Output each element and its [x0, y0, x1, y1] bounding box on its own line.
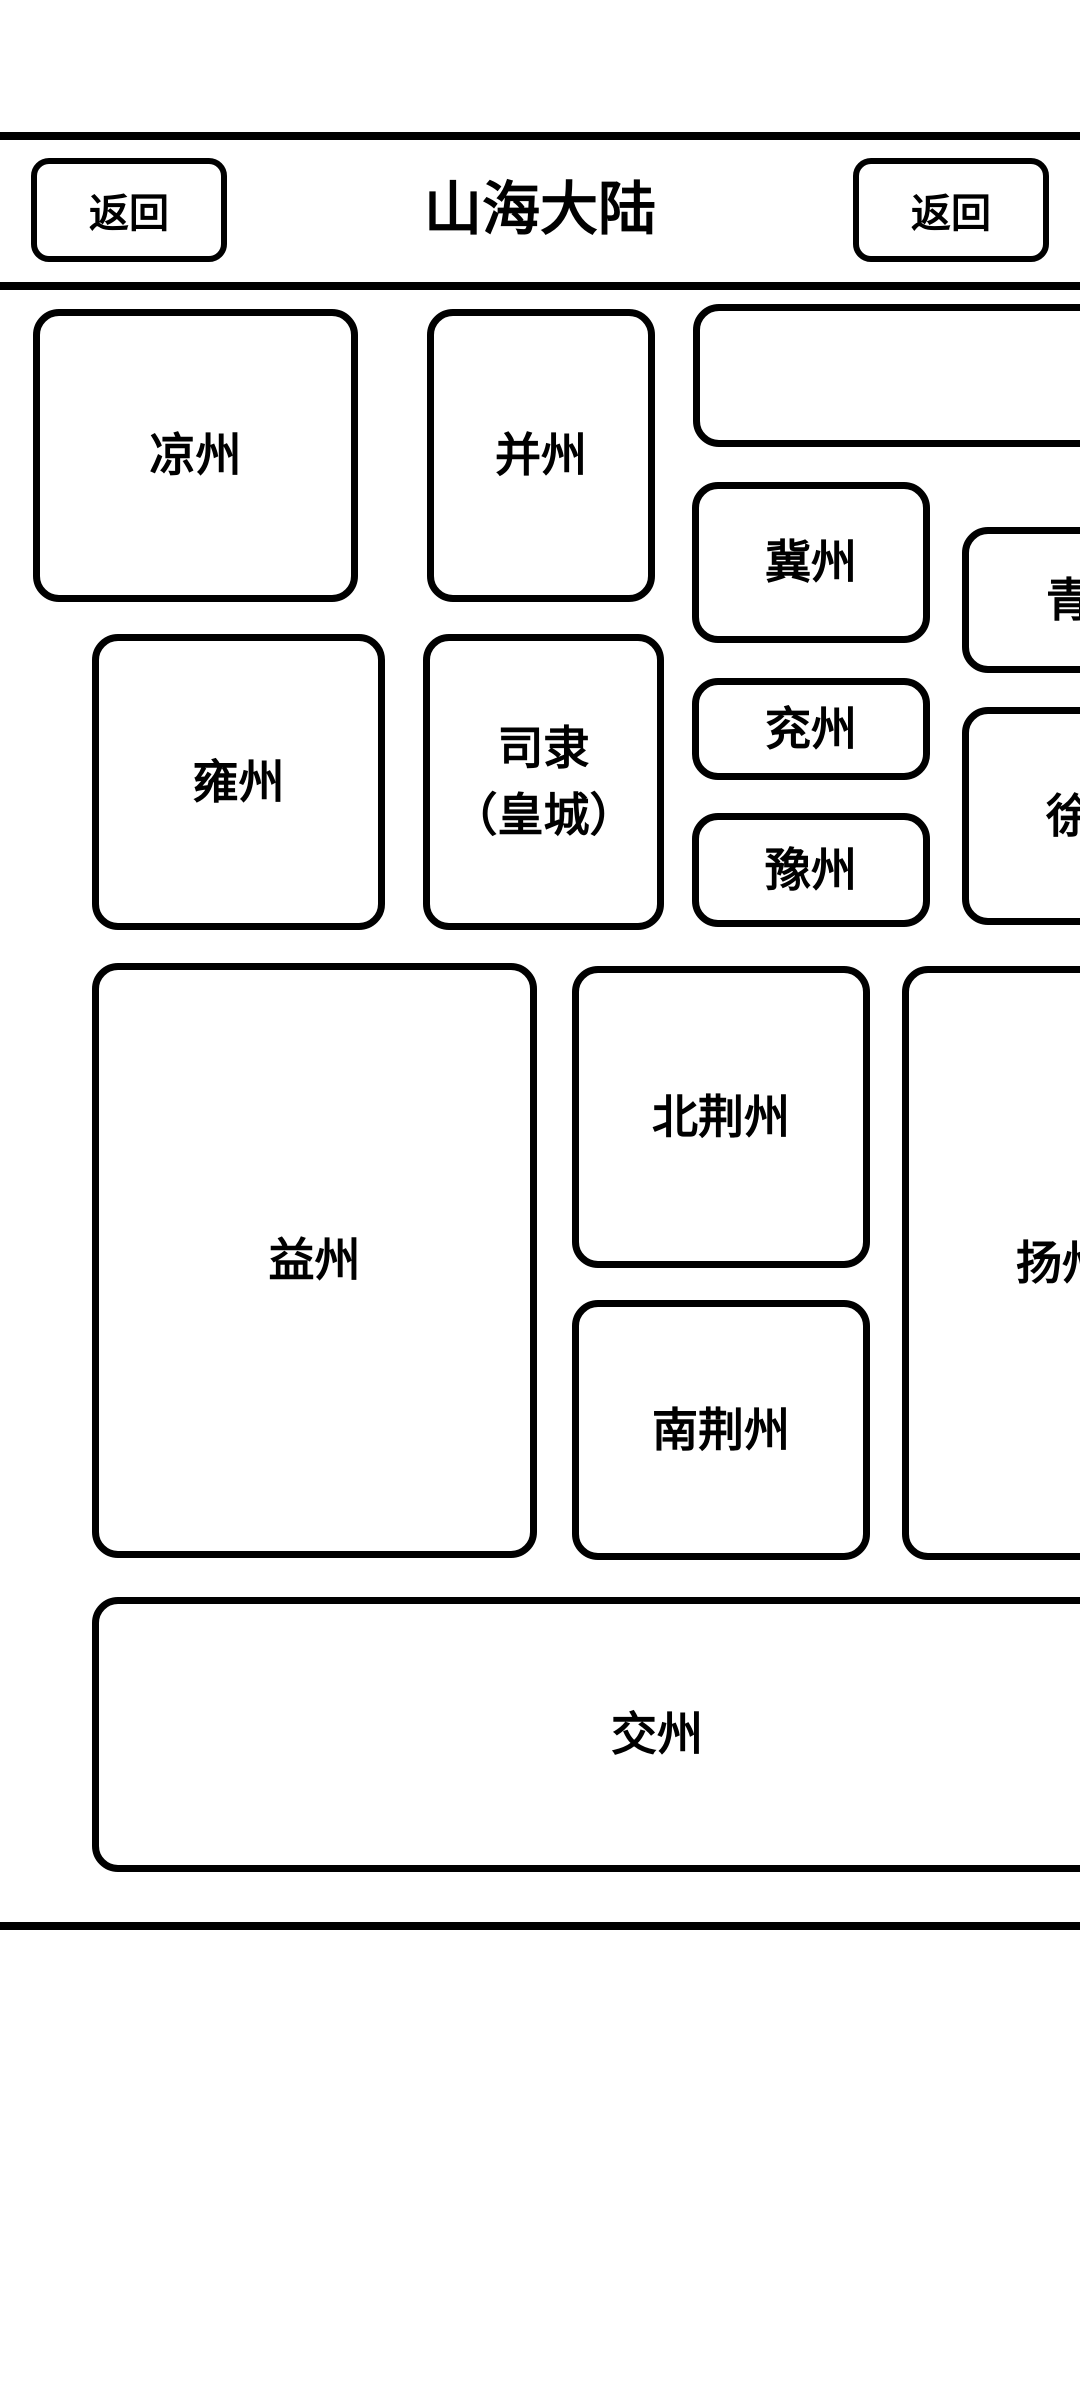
- bottom-divider-line: [0, 1922, 1080, 1930]
- region-yuzhou-label: 豫州: [765, 843, 857, 896]
- region-bingzhou-label: 并州: [495, 429, 587, 482]
- region-jizhou-label: 冀州: [765, 536, 857, 589]
- region-nanjingzhou[interactable]: 南荆州: [572, 1300, 870, 1560]
- region-yuzhou[interactable]: 豫州: [692, 813, 930, 927]
- region-xuzhou-label: 徐州: [1046, 789, 1080, 842]
- region-sili-label: 司隶: [497, 722, 590, 775]
- region-unlabeled[interactable]: [693, 304, 1080, 447]
- page-title: 山海大陆: [423, 177, 656, 242]
- region-beijingzhou[interactable]: 北荆州: [572, 966, 870, 1268]
- region-sili-imperial-city[interactable]: 司隶 （皇城）: [423, 634, 664, 930]
- back-button-right-label: 返回: [911, 192, 991, 236]
- region-yongzhou[interactable]: 雍州: [92, 634, 385, 930]
- region-yangzhou-label: 扬州: [1016, 1236, 1080, 1289]
- region-qingzhou-label: 青州: [1046, 573, 1080, 626]
- region-bingzhou[interactable]: 并州: [427, 309, 655, 602]
- region-yanzhou-label: 兖州: [765, 702, 857, 755]
- region-qingzhou[interactable]: 青州: [962, 527, 1080, 673]
- back-button-left[interactable]: 返回: [31, 158, 227, 262]
- region-nanjingzhou-label: 南荆州: [652, 1403, 790, 1456]
- region-yanzhou[interactable]: 兖州: [692, 678, 930, 780]
- back-button-right[interactable]: 返回: [853, 158, 1049, 262]
- region-liangzhou-label: 凉州: [149, 429, 242, 482]
- region-jiaozhou[interactable]: 交州: [92, 1597, 1080, 1872]
- region-yizhou-label: 益州: [268, 1234, 361, 1287]
- region-yizhou[interactable]: 益州: [92, 963, 537, 1558]
- region-jizhou[interactable]: 冀州: [692, 482, 930, 643]
- top-divider-line: [0, 132, 1080, 140]
- region-beijingzhou-label: 北荆州: [652, 1090, 790, 1143]
- region-yongzhou-label: 雍州: [192, 755, 285, 808]
- region-xuzhou[interactable]: 徐州: [962, 707, 1080, 925]
- back-button-left-label: 返回: [89, 192, 169, 236]
- region-jiaozhou-label: 交州: [611, 1708, 703, 1761]
- region-sili-sublabel: （皇城）: [451, 789, 636, 841]
- header-divider-line: [0, 282, 1080, 290]
- region-liangzhou[interactable]: 凉州: [33, 309, 358, 602]
- region-yangzhou[interactable]: 扬州: [902, 966, 1080, 1560]
